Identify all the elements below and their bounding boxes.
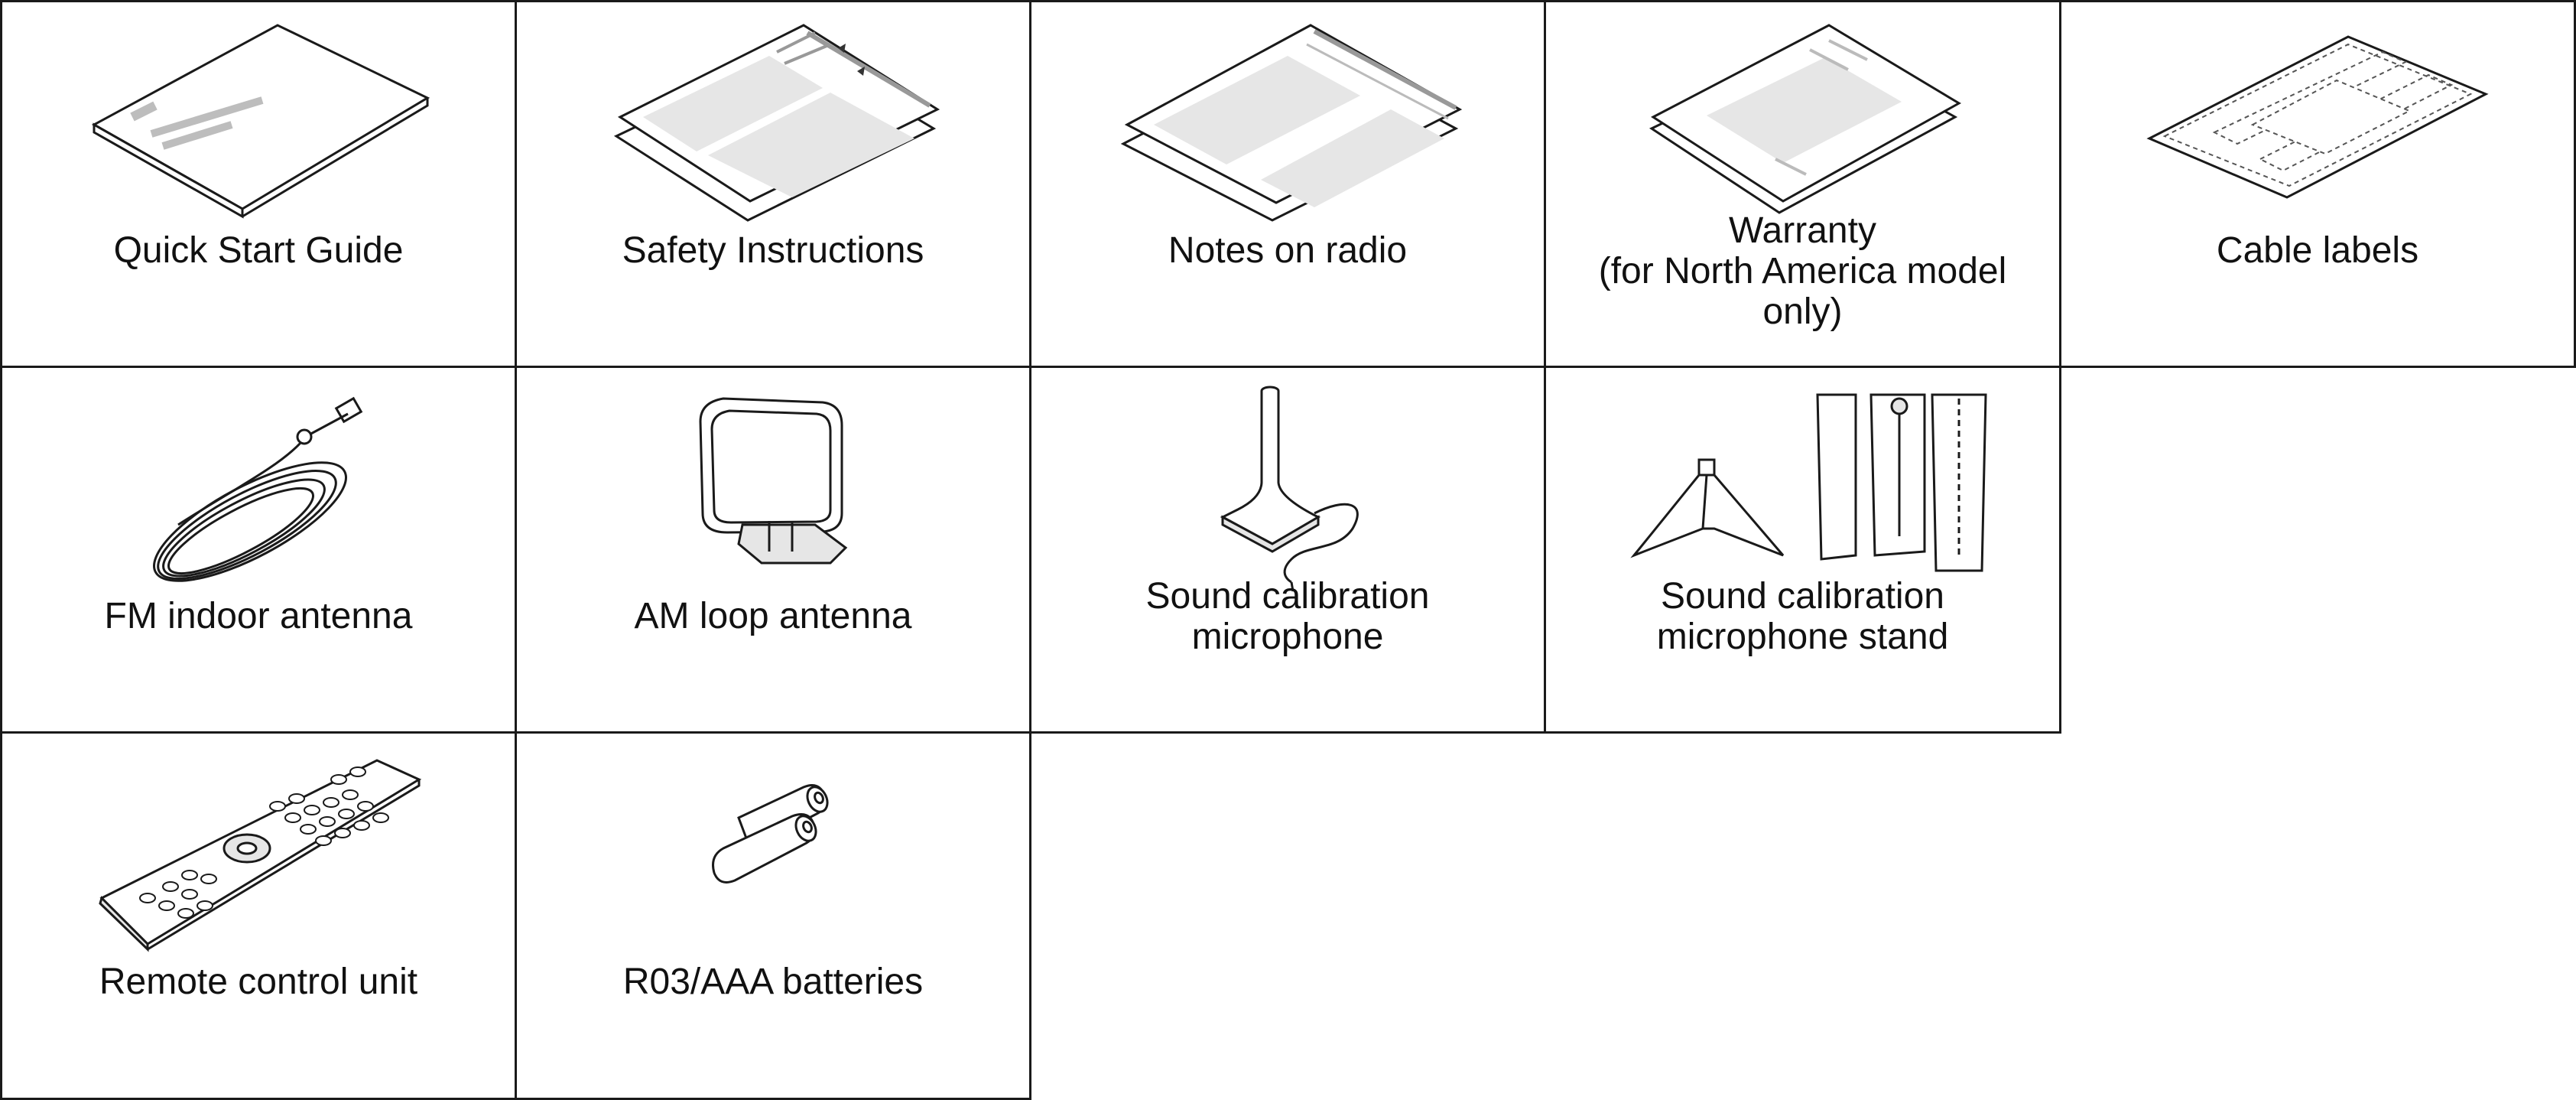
item-label: Quick Start Guide xyxy=(113,230,404,271)
fm-indoor-antenna-icon xyxy=(153,396,363,582)
item-label: R03/AAA batteries xyxy=(622,962,924,1002)
item-fm-indoor-antenna: FM indoor antenna xyxy=(0,366,517,734)
batteries-icon xyxy=(712,784,829,884)
item-safety-instructions: Safety Instructions xyxy=(515,0,1031,368)
item-label: Remote control unit xyxy=(99,962,418,1002)
safety-instructions-icon xyxy=(613,24,940,222)
item-label: Safety Instructions xyxy=(622,230,924,271)
item-label: FM indoor antenna xyxy=(104,596,413,636)
item-cable-labels: Cable labels xyxy=(2059,0,2576,368)
item-am-loop-antenna: AM loop antenna xyxy=(515,366,1031,734)
item-label: AM loop antenna xyxy=(634,596,912,636)
item-label: Notes on radio xyxy=(1168,230,1408,271)
warranty-icon xyxy=(1649,24,1961,214)
remote-control-unit-icon xyxy=(99,759,422,952)
item-quick-start-guide: Quick Start Guide xyxy=(0,0,517,368)
item-notes-on-radio: Notes on radio xyxy=(1029,0,1546,368)
sound-calibration-microphone-icon xyxy=(1220,386,1359,592)
am-loop-antenna-icon xyxy=(699,397,848,565)
item-sound-calibration-microphone: Sound calibration microphone xyxy=(1029,366,1546,734)
item-label: Sound calibration microphone xyxy=(1145,576,1430,657)
item-label: Sound calibration microphone stand xyxy=(1656,576,1949,657)
item-remote-control-unit: Remote control unit xyxy=(0,731,517,1100)
quick-start-guide-icon xyxy=(91,24,430,219)
item-warranty: Warranty (for North America model only) xyxy=(1544,0,2061,368)
item-label: Warranty (for North America model only) xyxy=(1598,210,2007,332)
item-label: Cable labels xyxy=(2216,230,2419,271)
item-microphone-stand: Sound calibration microphone stand xyxy=(1544,366,2061,734)
item-batteries: R03/AAA batteries xyxy=(515,731,1031,1100)
notes-on-radio-icon xyxy=(1120,24,1463,222)
microphone-stand-icon xyxy=(1630,393,1987,572)
cable-labels-icon xyxy=(2146,35,2489,199)
